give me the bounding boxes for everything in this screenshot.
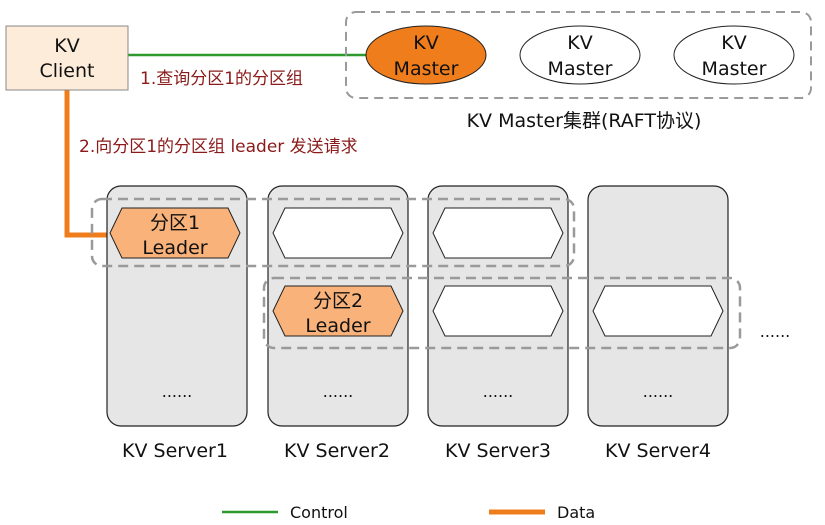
partition-2-leader: 分区2 Leader xyxy=(272,285,404,337)
kv-master-follower-2: KV Master xyxy=(673,25,795,85)
legend: Control Data xyxy=(222,503,595,522)
data-line xyxy=(64,90,108,238)
cluster-label: KV Master集群(RAFT协议) xyxy=(467,110,702,132)
master-1-line1: KV xyxy=(413,32,438,54)
server-1-label: KV Server1 xyxy=(122,440,228,462)
server-3-ellipsis: ...... xyxy=(483,382,514,401)
partition-1-replica-server3 xyxy=(432,207,564,259)
partition-2-line2: Leader xyxy=(305,315,370,337)
server-3-label: KV Server3 xyxy=(445,440,551,462)
client-label-line2: Client xyxy=(39,60,94,82)
partition-1-leader: 分区1 Leader xyxy=(109,207,241,259)
master-cluster-box xyxy=(345,11,812,99)
master-1-line2: Master xyxy=(394,58,459,80)
partition-2-replica-server3 xyxy=(432,285,564,337)
step1-label: 1.查询分区1的分区组 xyxy=(140,69,303,89)
kv-master-leader: KV Master xyxy=(365,25,487,85)
legend-control-label: Control xyxy=(290,503,348,522)
partition-1-line1: 分区1 xyxy=(150,212,200,234)
more-servers-ellipsis: ...... xyxy=(760,322,791,341)
server-4-label: KV Server4 xyxy=(605,440,711,462)
server-4-ellipsis: ...... xyxy=(643,382,674,401)
partition-2-replica-server4 xyxy=(592,285,724,337)
master-2-line2: Master xyxy=(548,58,613,80)
server-1-ellipsis: ...... xyxy=(162,382,193,401)
server-2-ellipsis: ...... xyxy=(323,382,354,401)
client-label-line1: KV xyxy=(54,35,79,57)
master-3-line1: KV xyxy=(721,32,746,54)
kv-client: KV Client xyxy=(5,25,129,91)
partition-1-replica-server2 xyxy=(272,207,404,259)
partition-2-line1: 分区2 xyxy=(313,290,363,312)
master-2-line1: KV xyxy=(567,32,592,54)
partition-group-1-box xyxy=(90,197,576,268)
partition-group-2-box xyxy=(262,276,742,350)
server-2-label: KV Server2 xyxy=(284,440,390,462)
step2-label: 2.向分区1的分区组 leader 发送请求 xyxy=(79,137,358,157)
legend-data-label: Data xyxy=(557,503,595,522)
partition-1-line2: Leader xyxy=(142,237,207,259)
kv-master-follower-1: KV Master xyxy=(519,25,641,85)
master-3-line2: Master xyxy=(702,58,767,80)
